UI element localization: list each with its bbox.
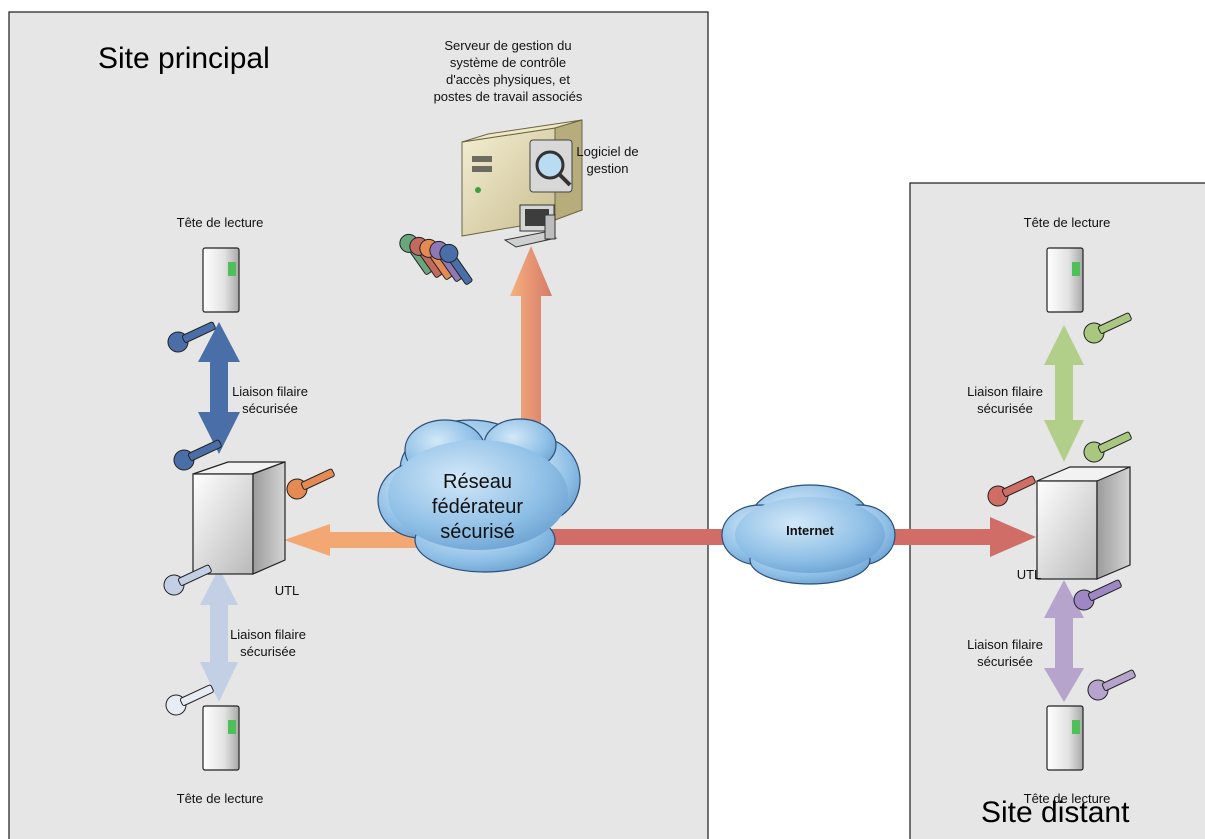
main-bottom-link-arrow (200, 568, 238, 702)
main-site-panel (8, 11, 709, 839)
federator-network-label: Réseau fédérateur sécurisé (431, 471, 524, 543)
main-utl-label: UTL (274, 583, 300, 598)
main-top-link-arrow (198, 322, 240, 454)
remote-bottom-link-arrow (1044, 580, 1084, 702)
remote-site-title: Site distant (981, 796, 1130, 829)
main-key-top-icon (167, 321, 216, 353)
main-reader-top-icon (202, 247, 240, 313)
server-uplink-arrow (510, 246, 552, 460)
remote-reader-bottom-icon (1046, 705, 1084, 771)
magnifier-icon (529, 139, 573, 193)
main-link-top-label: Liaison filaire sécurisée (232, 384, 308, 416)
main-link-bottom-label: Liaison filaire sécurisée (230, 627, 306, 659)
remote-link-top-label: Liaison filaire sécurisée (967, 384, 1043, 416)
remote-reader-top-icon (1046, 247, 1084, 313)
remote-key-bottom-icon (1087, 669, 1136, 701)
internet-cloud (721, 484, 896, 585)
remote-utl-icon (1036, 466, 1131, 580)
remote-reader-bottom-label: Tête de lecture (1023, 791, 1111, 806)
remote-key-top-icon (1083, 312, 1132, 344)
main-key-bottom-icon (165, 684, 214, 716)
main-reader-top-label: Tête de lecture (176, 215, 264, 230)
remote-utl-label: UTL (1016, 567, 1042, 582)
remote-key-utl-left-icon (987, 475, 1036, 507)
main-key-utl-right-icon (286, 468, 335, 500)
utl-main-arrow (284, 524, 420, 556)
main-utl-icon (192, 461, 286, 575)
main-key-utl-bottom-icon (163, 564, 212, 596)
remote-key-utl-top-icon (1083, 431, 1132, 463)
main-site-title: Site principal (98, 42, 270, 75)
internet-label: Internet (786, 523, 834, 538)
key-bundle-icon (399, 233, 473, 285)
remote-top-link-arrow (1044, 325, 1084, 462)
main-reader-bottom-icon (202, 705, 240, 771)
software-label: Logiciel de gestion (576, 144, 639, 176)
workstation-icon (503, 204, 558, 248)
server-caption: Serveur de gestion du système de contrôl… (433, 38, 583, 104)
remote-key-utl-bottom-icon (1073, 579, 1122, 611)
main-reader-bottom-label: Tête de lecture (176, 791, 264, 806)
federator-internet-link (545, 529, 730, 545)
main-key-utl-left-icon (173, 439, 222, 471)
internet-remote-arrow (880, 517, 1036, 557)
federator-cloud (377, 418, 581, 573)
remote-reader-top-label: Tête de lecture (1023, 215, 1111, 230)
arrows (198, 246, 1084, 702)
remote-link-bottom-label: Liaison filaire sécurisée (967, 637, 1043, 669)
